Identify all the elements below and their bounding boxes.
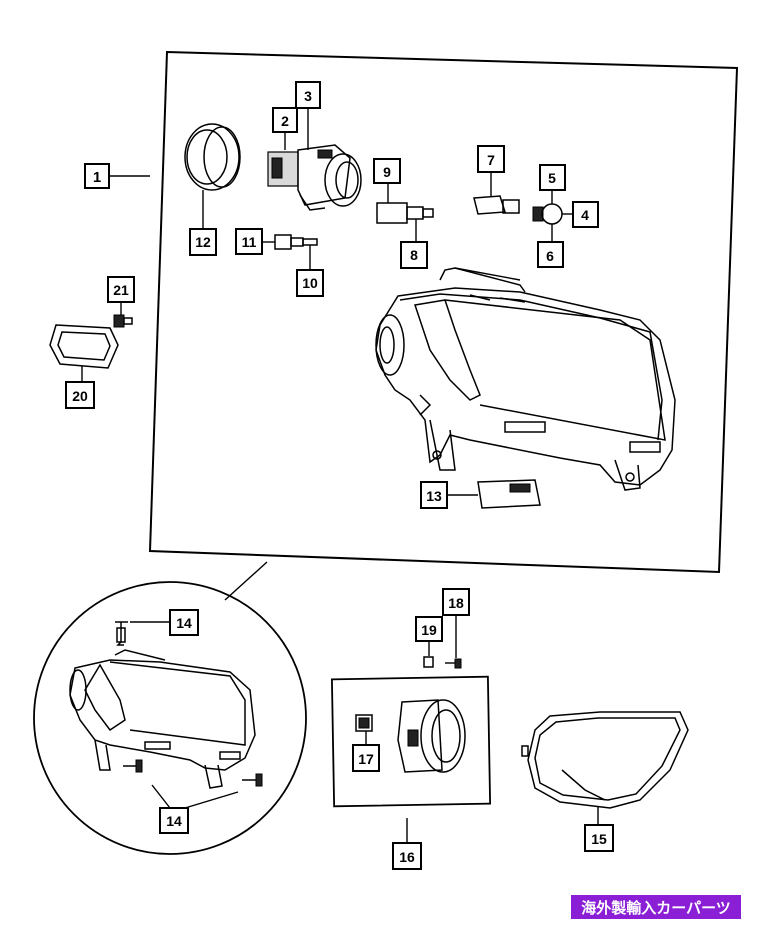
callout-14-top: 14 (169, 609, 199, 636)
callout-15: 15 (584, 824, 614, 852)
callout-20-text: 20 (72, 388, 88, 404)
callout-11: 11 (235, 228, 263, 255)
callout-1: 1 (84, 163, 150, 189)
part-13-control-module (448, 479, 541, 509)
callout-21: 21 (107, 276, 135, 303)
callout-14-bottom: 14 (159, 807, 189, 834)
callout-10-text: 10 (302, 275, 318, 291)
callout-14-bottom-text: 14 (166, 813, 182, 829)
mounting-detail-headlamp (69, 649, 256, 789)
callout-9-text: 9 (383, 164, 391, 180)
callout-3-text: 3 (304, 88, 312, 104)
callout-16: 16 (392, 818, 422, 870)
mounting-detail-circle (33, 581, 307, 855)
callout-20: 20 (65, 381, 95, 409)
part-7-bulb-socket (473, 172, 520, 215)
callout-8-text: 8 (410, 247, 418, 263)
fog-lamp-frame (330, 675, 492, 808)
callout-21-text: 21 (113, 282, 129, 298)
callout-4-text: 4 (581, 207, 589, 223)
callout-7-text: 7 (487, 152, 495, 168)
callout-12-text: 12 (195, 234, 211, 250)
headlamp-assembly-frame (148, 50, 739, 574)
callout-2-text: 2 (281, 113, 289, 129)
callout-1-text: 1 (93, 169, 101, 186)
callout-5-text: 5 (548, 170, 556, 186)
watermark-badge: 海外製輸入カーパーツ (571, 895, 741, 919)
part-21-marker-socket (113, 302, 133, 328)
callout-6-text: 6 (546, 248, 554, 264)
callout-17-text: 17 (358, 751, 374, 767)
callout-13-text: 13 (426, 488, 442, 504)
callout-18: 18 (442, 588, 470, 658)
callout-11-text: 11 (242, 234, 257, 250)
callout-6: 6 (537, 241, 564, 268)
callout-2: 2 (272, 107, 298, 150)
part-18-19-fasteners (423, 656, 462, 669)
callout-13: 13 (420, 481, 448, 509)
callout-12: 12 (189, 228, 217, 256)
part-10-bulb (262, 234, 318, 270)
callout-7: 7 (477, 145, 505, 173)
callout-19-text: 19 (421, 622, 437, 638)
headlamp-housing (375, 267, 676, 491)
part-14-bolts (115, 621, 263, 809)
callout-10: 10 (296, 269, 324, 297)
part-15-fog-bezel (521, 711, 689, 825)
part-16-fog-lamp (397, 699, 466, 773)
callout-5: 5 (539, 164, 566, 191)
callout-15-text: 15 (591, 831, 607, 847)
callout-18-text: 18 (448, 595, 464, 611)
callout-16-text: 16 (399, 849, 415, 865)
part-6-bulb (532, 190, 573, 242)
part-12-bezel-ring (184, 123, 241, 228)
callout-3: 3 (295, 81, 321, 150)
part-17-fog-bulb (355, 714, 373, 745)
callout-4: 4 (572, 201, 599, 228)
callout-17: 17 (352, 744, 380, 772)
callout-9: 9 (373, 158, 401, 184)
callout-14-top-text: 14 (176, 615, 192, 631)
part-20-side-marker (49, 324, 119, 382)
part-3-projector-module (267, 144, 362, 211)
callout-8: 8 (400, 241, 428, 269)
callout-19: 19 (415, 616, 443, 656)
part-8-bulb-socket (376, 183, 434, 242)
